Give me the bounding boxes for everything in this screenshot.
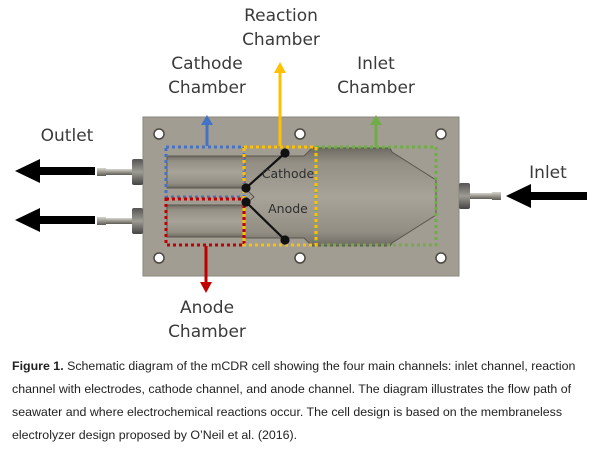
electrode-node	[241, 183, 251, 193]
reaction-chamber-label-line2: Chamber	[242, 30, 320, 50]
cathode-chamber-label-line2: Chamber	[168, 78, 246, 98]
mounting-hole	[153, 252, 165, 264]
electrode-node	[280, 235, 290, 245]
outlet-label: Outlet	[40, 126, 94, 146]
reaction-chamber-outline	[242, 145, 318, 247]
inlet-label: Inlet	[529, 163, 567, 183]
anode-chamber-label-line2: Chamber	[168, 322, 246, 342]
outlet-arrow-bottom-icon	[15, 208, 95, 232]
inlet-pointer-arrowhead-icon	[370, 115, 382, 125]
mounting-hole	[435, 128, 447, 140]
anode-chamber-label-line1: Anode	[179, 298, 235, 318]
mcdr-cell-diagram	[15, 62, 587, 293]
electrode-node	[280, 148, 290, 158]
anode-pointer-arrowhead-icon	[200, 282, 212, 293]
outlet-arrow-top-icon	[15, 159, 95, 183]
inlet-fitting	[459, 183, 501, 209]
outlet-fitting-bottom	[97, 208, 143, 234]
anode-chamber-outline	[164, 197, 246, 247]
inlet-chamber-label-line2: Chamber	[337, 78, 415, 98]
mounting-hole	[153, 128, 165, 140]
mounting-hole	[435, 252, 447, 264]
reaction-pointer-arrowhead-icon	[274, 62, 286, 73]
inlet-chamber-label: Inlet Chamber	[326, 52, 426, 100]
anode-channel	[166, 204, 246, 238]
cathode-channel	[166, 155, 246, 189]
inlet-chamber-label-line1: Inlet	[357, 54, 395, 74]
reaction-chamber-label: Reaction Chamber	[231, 4, 331, 52]
anode-chamber-label: Anode Chamber	[157, 296, 257, 344]
mounting-hole	[294, 128, 306, 140]
cathode-pointer-arrowhead-icon	[201, 115, 213, 125]
mounting-hole	[294, 252, 306, 264]
cathode-chamber-label-line1: Cathode	[171, 54, 243, 74]
electrodes	[241, 148, 290, 245]
inlet-arrow-icon	[506, 184, 587, 208]
cathode-chamber-label: Cathode Chamber	[157, 52, 257, 100]
outlet-fitting-top	[97, 159, 143, 185]
electrode-node	[241, 197, 251, 207]
figure-number: Figure 1.	[12, 359, 64, 373]
reaction-chamber-label-line1: Reaction	[244, 6, 318, 26]
caption-text: Schematic diagram of the mCDR cell showi…	[12, 359, 576, 442]
anode-electrode-label: Anode	[268, 201, 308, 216]
figure-caption: Figure 1. Schematic diagram of the mCDR …	[12, 355, 597, 447]
mounting-holes	[153, 128, 447, 264]
cathode-electrode-label: Cathode	[261, 166, 315, 181]
